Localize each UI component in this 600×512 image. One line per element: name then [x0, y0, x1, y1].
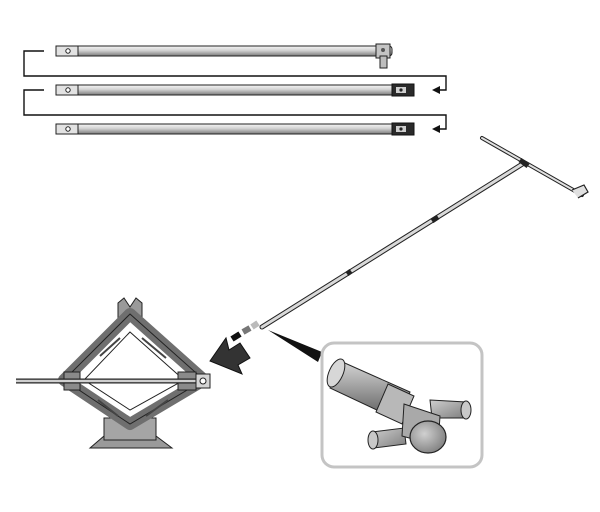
- assembly-connector-lines: [23, 50, 447, 130]
- connector-rod2-to-rod3: [23, 89, 447, 130]
- detail-handle-end: [326, 358, 472, 454]
- connector-rod1-to-rod2: [23, 50, 447, 91]
- extension-rod-2: [55, 83, 415, 97]
- extension-rod-3: [55, 122, 415, 136]
- arrow-head-2-icon: [432, 125, 440, 133]
- arrow-head-1-icon: [432, 86, 440, 94]
- insert-arrow-icon: [209, 336, 251, 375]
- scissor-jack: [16, 297, 211, 449]
- assembly-arrow-heads: [432, 86, 440, 133]
- detail-inset: [320, 341, 484, 469]
- zoom-pointer-wedge: [268, 330, 322, 362]
- handle-end-stripes: [230, 320, 260, 342]
- assembled-jack-handle: [230, 136, 589, 342]
- extension-rod-1: [55, 43, 393, 69]
